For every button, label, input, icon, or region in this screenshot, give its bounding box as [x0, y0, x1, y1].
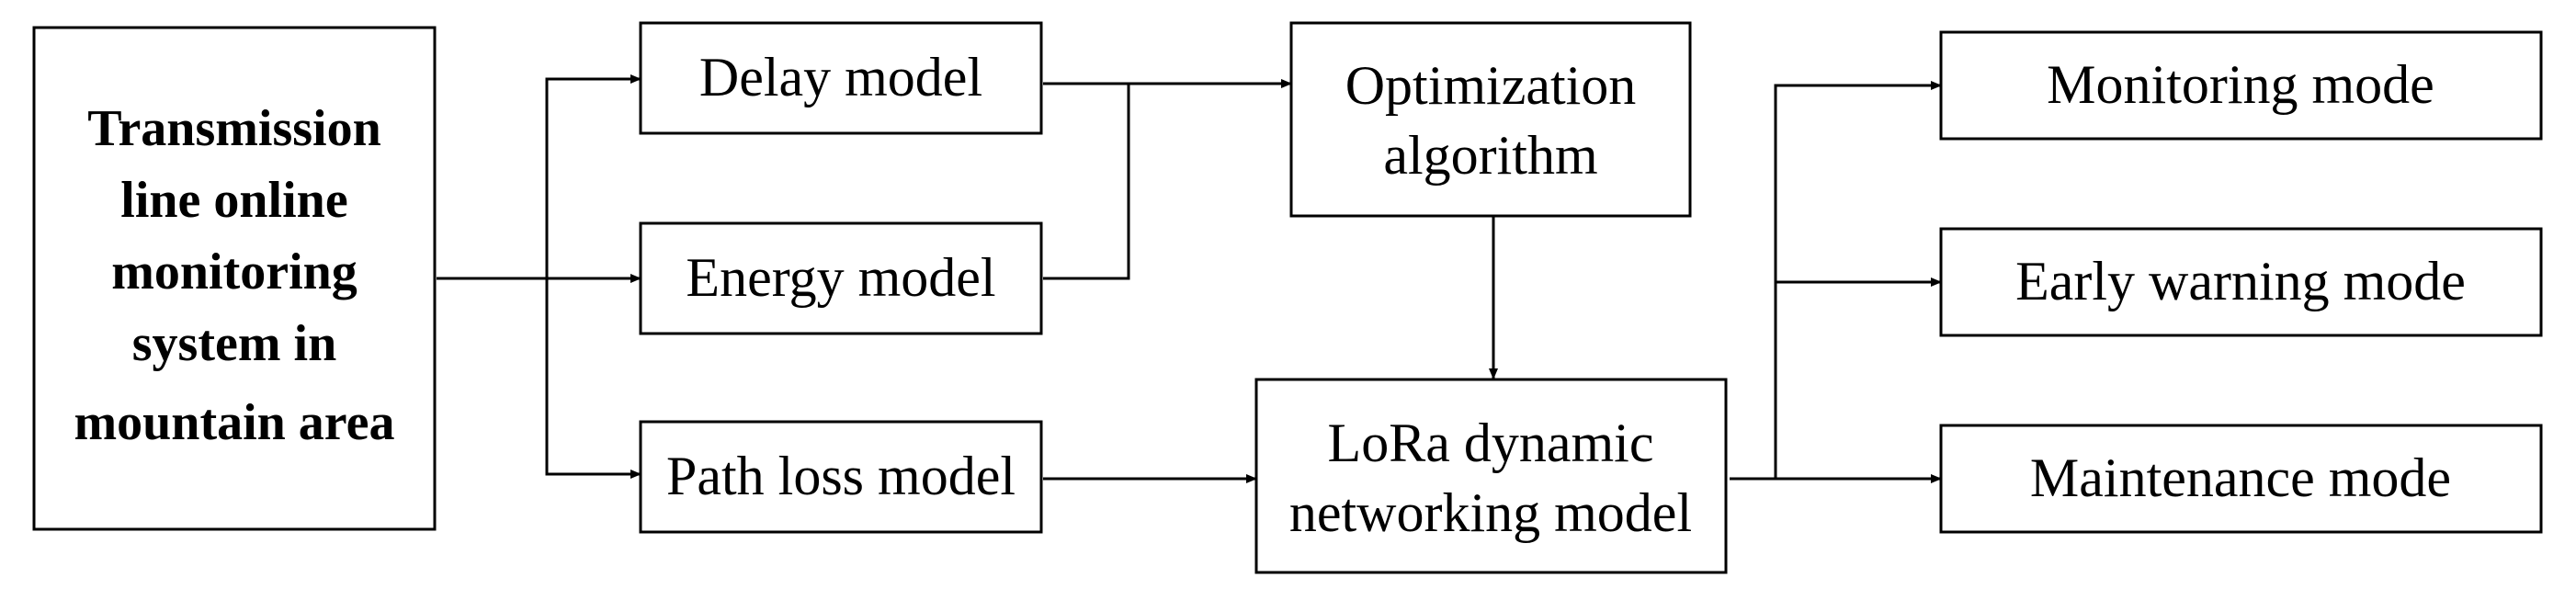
- edge-source-to-pathloss: [545, 278, 641, 479]
- edge-source-to-delay: [545, 74, 641, 278]
- node-early-warning-mode: Early warning mode: [1939, 227, 2543, 337]
- node-monitoring-mode: Monitoring mode: [1939, 30, 2543, 141]
- node-source-line-1: Transmission: [87, 100, 380, 157]
- node-delay-model-label: Delay model: [699, 47, 982, 108]
- node-source-line-2: line online: [120, 172, 347, 229]
- node-delay-model: Delay model: [639, 21, 1043, 135]
- node-maintenance-mode-label: Maintenance mode: [2030, 447, 2451, 508]
- edges: [437, 74, 1942, 483]
- node-lora-networking-model: LoRa dynamic networking model: [1254, 378, 1728, 574]
- node-path-loss-model: Path loss model: [639, 420, 1043, 534]
- node-lora-line-1: LoRa dynamic: [1328, 413, 1654, 473]
- node-lora-line-2: networking model: [1289, 482, 1692, 543]
- node-monitoring-mode-label: Monitoring mode: [2047, 54, 2434, 115]
- node-source-line-3: monitoring: [111, 243, 357, 300]
- node-source-line-4: system in: [132, 315, 336, 372]
- node-source: Transmission line online monitoring syst…: [32, 26, 437, 531]
- edge-lora-to-monitoring: [1774, 81, 1942, 479]
- node-optimization-line-2: algorithm: [1383, 125, 1597, 186]
- node-optimization-line-1: Optimization: [1345, 55, 1637, 116]
- node-energy-model: Energy model: [639, 221, 1043, 335]
- node-early-warning-mode-label: Early warning mode: [2015, 251, 2466, 311]
- node-maintenance-mode: Maintenance mode: [1939, 424, 2543, 534]
- node-path-loss-model-label: Path loss model: [666, 446, 1016, 506]
- node-optimization-algorithm: Optimization algorithm: [1289, 21, 1692, 218]
- node-energy-model-label: Energy model: [686, 247, 995, 308]
- node-source-line-5: mountain area: [74, 394, 395, 451]
- edge-energy-to-optimization: [1043, 84, 1130, 280]
